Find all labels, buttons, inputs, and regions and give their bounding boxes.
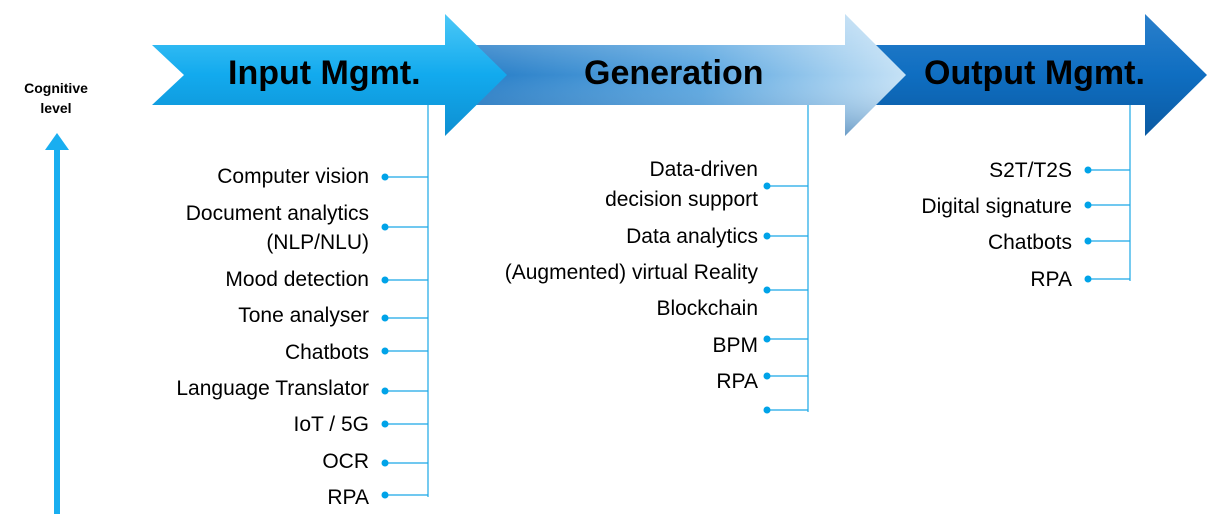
- output-item-chatbots: Chatbots: [987, 231, 1072, 254]
- input-item-ocr: OCR: [322, 450, 369, 473]
- input-item-chatbots: Chatbots: [284, 341, 369, 364]
- phase-arrow-input: [152, 14, 507, 136]
- generation-bullet-dot: [763, 286, 771, 294]
- output-item-s2t-t2s: S2T/T2S: [989, 159, 1072, 182]
- generation-bullet-dot: [763, 232, 771, 240]
- input-bullet-dot: [381, 459, 389, 467]
- cognitive-label-line2: level: [40, 100, 72, 116]
- generation-item-data-analytics: Data analytics: [626, 225, 758, 248]
- generation-bullet-dot: [763, 335, 771, 343]
- output-bullet-dot: [1084, 166, 1092, 174]
- generation-item-augmented-virtual-reality: (Augmented) virtual Reality: [504, 261, 758, 284]
- input-item-rpa: RPA: [327, 486, 369, 509]
- output-bullet-dot: [1084, 201, 1092, 209]
- phase-title-generation: Generation: [584, 54, 764, 92]
- output-bullet-dot: [1084, 275, 1092, 283]
- generation-bullet-dot: [763, 182, 771, 190]
- input-bullet-dot: [381, 314, 389, 322]
- phase-arrow-output: [848, 14, 1207, 136]
- input-item-computer-vision: Computer vision: [217, 165, 369, 188]
- phase-arrow-generation-shade: [452, 14, 906, 136]
- output-item-digital-signature: Digital signature: [921, 195, 1072, 218]
- connector-layer: [381, 105, 1131, 499]
- input-item-language-translator: Language Translator: [176, 377, 369, 400]
- output-bullet-dot: [1084, 237, 1092, 245]
- generation-item-blockchain: Blockchain: [656, 297, 758, 320]
- generation-item-rpa: RPA: [716, 370, 758, 393]
- cognitive-label-line1: Cognitive: [24, 80, 88, 96]
- cognitive-level-label: Cognitive level: [8, 78, 104, 118]
- generation-item-data-driven: Data-driven: [649, 158, 758, 181]
- cognitive-axis-arrowhead: [45, 133, 69, 150]
- generation-item-decision-support: decision support: [605, 188, 758, 211]
- input-item-iot-5g: IoT / 5G: [293, 413, 369, 436]
- input-bullet-dot: [381, 420, 389, 428]
- input-item-nlp-nlu: (NLP/NLU): [266, 231, 369, 254]
- generation-item-bpm: BPM: [712, 334, 758, 357]
- input-bullet-dot: [381, 173, 389, 181]
- phase-title-output: Output Mgmt.: [924, 54, 1145, 92]
- generation-bullet-dot: [763, 372, 771, 380]
- input-item-document-analytics: Document analytics: [185, 202, 369, 225]
- input-item-mood-detection: Mood detection: [225, 268, 369, 291]
- phase-title-input: Input Mgmt.: [228, 54, 421, 92]
- input-bullet-dot: [381, 491, 389, 499]
- input-item-tone-analyser: Tone analyser: [238, 304, 369, 327]
- input-bullet-dot: [381, 223, 389, 231]
- generation-bullet-dot: [763, 406, 771, 414]
- input-bullet-dot: [381, 276, 389, 284]
- input-bullet-dot: [381, 387, 389, 395]
- input-bullet-dot: [381, 347, 389, 355]
- output-item-rpa: RPA: [1030, 268, 1072, 291]
